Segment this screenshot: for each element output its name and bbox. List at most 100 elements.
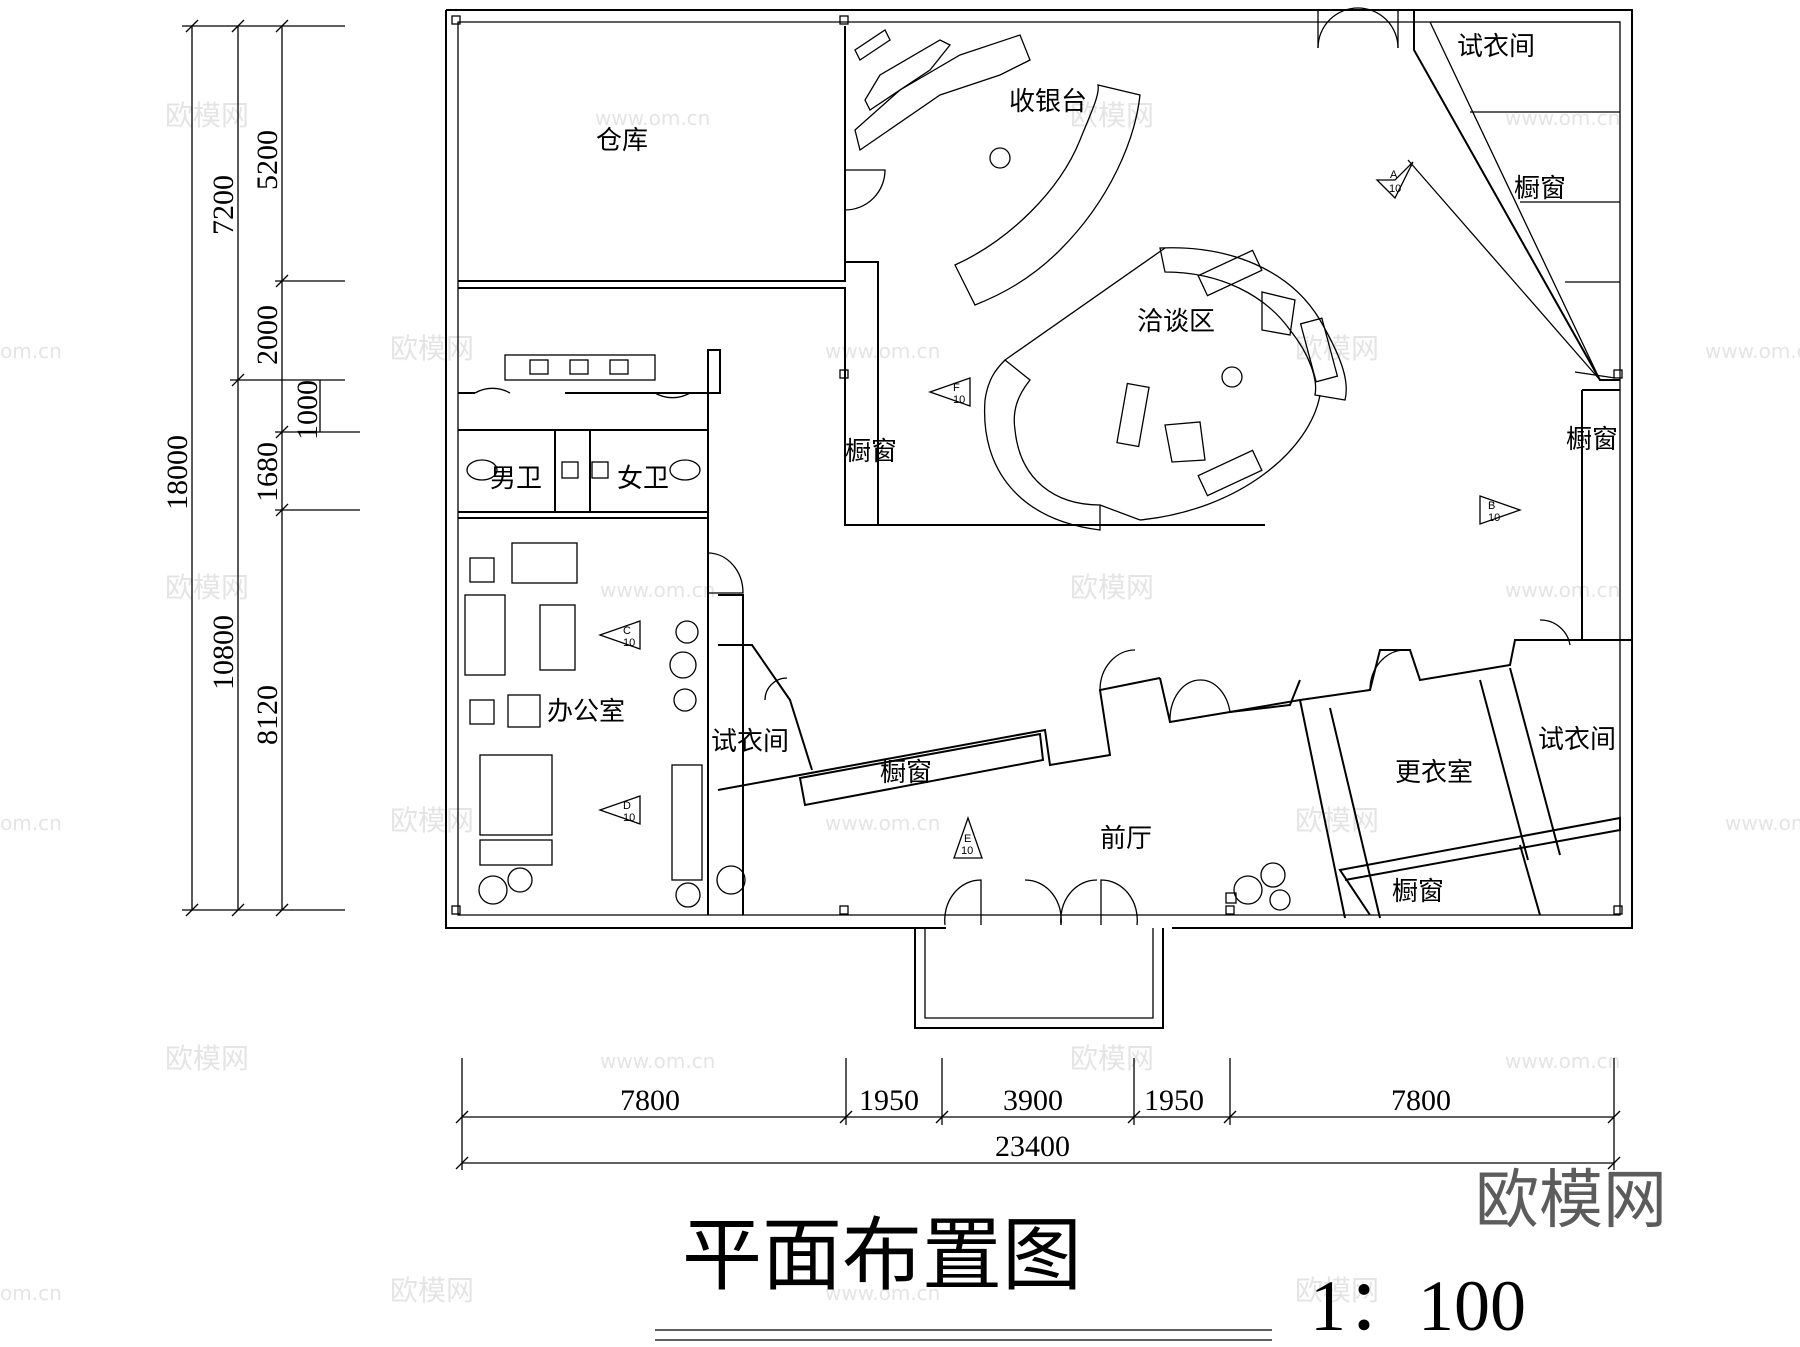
cashier-desk [954, 84, 1141, 306]
watermark-url: www.om.cn [1705, 339, 1800, 363]
sofa [1197, 249, 1263, 297]
view-marker-number: 10 [623, 637, 635, 649]
room-label-changing-room: 更衣室 [1395, 758, 1473, 788]
plant [716, 865, 746, 895]
sofa [1197, 449, 1263, 497]
lounge-bench [983, 359, 1101, 531]
display-rack [864, 39, 952, 111]
plant [1260, 862, 1286, 888]
plant [1269, 889, 1291, 911]
watermark-url: www.om.cn [600, 1049, 715, 1073]
chair [675, 620, 699, 644]
watermark-url: www.om.cn [1505, 578, 1620, 602]
drawing-scale: 1：100 [1310, 1266, 1526, 1346]
room-label-front-hall: 前厅 [1100, 824, 1152, 854]
room-label-negotiation-area: 洽谈区 [1137, 307, 1215, 337]
room-label-office: 办公室 [547, 697, 625, 727]
dimension-label: 7800 [620, 1084, 680, 1117]
sofa [511, 542, 578, 584]
watermark-url: www.om.cn [825, 1281, 940, 1305]
watermark-brand: 欧模网 [1295, 804, 1379, 837]
room-label-window: 橱窗 [845, 437, 897, 467]
sofa [464, 594, 506, 676]
sofa [1116, 382, 1150, 448]
cabinet [671, 764, 703, 881]
view-marker-letter: C [623, 625, 631, 637]
brand-watermark-large: 欧模网 [1475, 1164, 1667, 1238]
drawing-title: 平面布置图 [682, 1209, 1082, 1302]
furniture [464, 29, 1347, 911]
room-labels: 仓库 收银台 试衣间 橱窗 洽谈区 橱窗 橱窗 男卫 女卫 办公室 试衣间 橱窗… [490, 32, 1618, 907]
left-dimension-lines: 18000 7200 10800 5200 2000 1000 1680 812… [161, 19, 360, 917]
armchair [1164, 421, 1206, 463]
view-marker-number: 10 [961, 845, 973, 857]
dimension-label: 7800 [1391, 1084, 1451, 1117]
dimension-label: 3900 [1003, 1084, 1063, 1117]
view-marker-letter: F [953, 382, 960, 394]
view-marker-e: E 10 [953, 816, 983, 859]
view-markers: A 10 B 10 C 10 D 10 E 10 F 10 [598, 161, 1522, 859]
dimension-label: 1680 [251, 442, 284, 502]
lounge-outline [1099, 394, 1321, 521]
chair [989, 147, 1011, 169]
mirror [1225, 892, 1237, 904]
watermark-url: www.om.cn [1505, 1049, 1620, 1073]
watermark-url: om.cn [0, 1281, 62, 1305]
side-table [469, 557, 495, 583]
room-label-mens-restroom: 男卫 [490, 464, 542, 494]
view-marker-a: A 10 [1375, 161, 1414, 200]
watermark-url: www.om.cn [825, 811, 940, 835]
watermark-brand: 欧模网 [1295, 1274, 1379, 1307]
sink-counter [504, 354, 656, 381]
watermark-brand: 欧模网 [390, 804, 474, 837]
chair [673, 688, 697, 712]
sofa [1299, 317, 1339, 383]
room-label-fitting-room: 试衣间 [711, 727, 789, 757]
display-rack [854, 34, 1031, 152]
toilet [466, 459, 498, 481]
coffee-table [539, 604, 576, 671]
armchair [507, 694, 541, 728]
room-label-warehouse: 仓库 [596, 126, 648, 156]
view-marker-number: 10 [1488, 512, 1500, 524]
room-label-window: 橱窗 [1514, 174, 1566, 204]
room-label-window: 橱窗 [1566, 425, 1618, 455]
armchair [1261, 291, 1296, 336]
view-marker-d: D 10 [598, 795, 641, 825]
dimension-label: 23400 [995, 1130, 1070, 1163]
plant [478, 875, 508, 905]
room-label-window: 橱窗 [880, 758, 932, 788]
desk-return [479, 839, 553, 866]
watermark-url: om.cn [0, 339, 62, 363]
lounge-bench [1159, 247, 1347, 401]
dimension-label: 18000 [161, 435, 194, 510]
view-marker-number: 10 [623, 812, 635, 824]
bottom-dimension-lines: 7800 1950 3900 1950 7800 23400 [455, 1058, 1621, 1170]
watermark-brand: 欧模网 [1070, 571, 1154, 604]
lounge-outline [1004, 247, 1166, 361]
dimension-label: 1950 [1144, 1084, 1204, 1117]
dimension-label: 2000 [251, 305, 284, 365]
watermarks: 欧模网 www.om.cn 欧模网 www.om.cn om.cn 欧模网 ww… [0, 99, 1800, 1307]
room-label-cashier: 收银台 [1009, 87, 1087, 117]
room-label-fitting-room: 试衣间 [1538, 725, 1616, 755]
desk [479, 754, 553, 836]
watermark-brand: 欧模网 [1070, 1042, 1154, 1075]
watermark-brand: 欧模网 [165, 99, 249, 132]
sink [561, 461, 579, 479]
plant [675, 882, 701, 908]
sink [529, 359, 549, 375]
dimension-label: 8120 [251, 685, 284, 745]
dimension-label: 7200 [207, 175, 240, 235]
view-marker-letter: E [964, 833, 971, 845]
watermark-url: www.om.cn [600, 578, 715, 602]
view-marker-letter: B [1488, 500, 1495, 512]
watermark-url: www.om.cn [825, 339, 940, 363]
title-block: 平面布置图 1：100 欧模网 [655, 1164, 1667, 1346]
room-label-womens-restroom: 女卫 [617, 464, 669, 494]
sink [569, 359, 589, 375]
view-marker-f: F 10 [928, 377, 971, 407]
watermark-url: www.om.cn [1725, 811, 1800, 835]
dimension-label: 10800 [207, 615, 240, 690]
